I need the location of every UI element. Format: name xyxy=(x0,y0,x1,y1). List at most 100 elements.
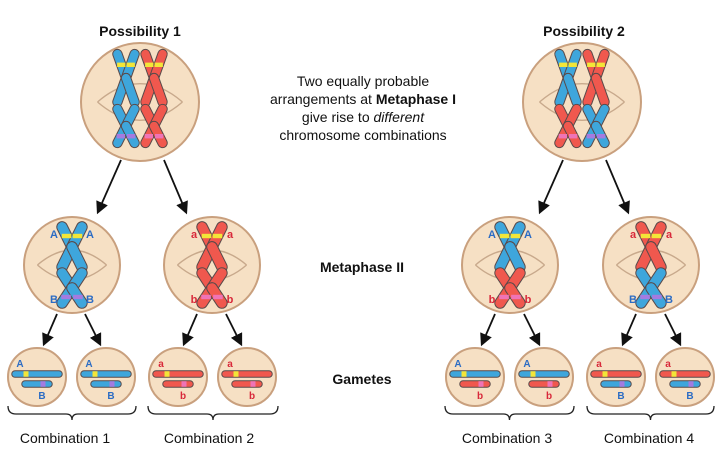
chromatid-arm xyxy=(591,73,609,107)
arrow xyxy=(523,313,541,347)
allele-label: b xyxy=(227,294,234,306)
allele-band xyxy=(181,381,187,387)
chromosome-lower-right xyxy=(140,103,168,149)
gamete-4a: aB xyxy=(586,347,646,407)
allele-band xyxy=(61,294,71,300)
gamete-2b: ab xyxy=(217,347,277,407)
allele-label: b xyxy=(249,391,255,402)
chromatid-arm xyxy=(149,73,167,107)
arrow xyxy=(538,159,564,215)
gamete-2a: ab xyxy=(148,347,208,407)
allele-band xyxy=(72,233,83,239)
allele-band xyxy=(511,294,521,300)
allele-band xyxy=(586,134,596,139)
metaphase-i-cell-2 xyxy=(522,42,642,162)
allele-band xyxy=(596,134,606,139)
allele-band xyxy=(547,381,553,387)
allele-band xyxy=(126,62,135,67)
allele-label: b xyxy=(525,294,532,306)
allele-label: A xyxy=(86,229,94,241)
gamete-chromosome-upper xyxy=(152,370,204,378)
allele-label: B xyxy=(629,294,637,306)
allele-label: B xyxy=(50,294,58,306)
allele-label: b xyxy=(191,294,198,306)
brace xyxy=(586,405,715,421)
combination-1-label: Combination 1 xyxy=(19,430,111,446)
caption-line-2: arrangements at Metaphase I xyxy=(238,90,488,108)
chromatid-arm xyxy=(646,242,666,272)
gamete-chromosome-upper xyxy=(518,370,570,378)
gamete-chromosome-lower xyxy=(459,380,491,388)
allele-band xyxy=(651,233,662,239)
gametes-label: Gametes xyxy=(332,371,392,387)
chromosome-upper-right xyxy=(582,48,610,108)
brace xyxy=(7,405,137,421)
allele-label: b xyxy=(180,391,186,402)
arrow xyxy=(182,313,198,347)
arrow xyxy=(480,313,496,347)
allele-band xyxy=(233,371,239,377)
gamete-chromosome-upper xyxy=(590,370,642,378)
spindle-fiber xyxy=(97,101,183,121)
gamete-3b: Ab xyxy=(514,347,574,407)
allele-band xyxy=(461,371,467,377)
allele-band xyxy=(126,134,136,139)
allele-band xyxy=(602,371,608,377)
gamete-1a: AB xyxy=(7,347,67,407)
allele-band xyxy=(250,381,256,387)
allele-band xyxy=(109,381,115,387)
arrow xyxy=(605,159,630,215)
gamete-chromosome-upper xyxy=(449,370,501,378)
arrow xyxy=(664,313,682,347)
allele-label: a xyxy=(227,229,234,241)
chromosome-lower xyxy=(635,267,667,309)
possibility-2-heading: Possibility 2 xyxy=(543,23,625,39)
allele-label: A xyxy=(16,359,23,370)
gamete-chromosome-upper xyxy=(11,370,63,378)
allele-band xyxy=(40,381,46,387)
gamete-chromosome-lower xyxy=(600,380,632,388)
allele-band xyxy=(201,233,212,239)
allele-band xyxy=(201,294,211,300)
allele-band xyxy=(640,233,651,239)
caption-line-1: Two equally probable xyxy=(296,73,430,89)
chromatid-arm xyxy=(67,242,87,272)
allele-band xyxy=(587,62,596,67)
chromosome-lower-left xyxy=(554,103,582,149)
gamete-chromosome-lower xyxy=(162,380,194,388)
chromosome-upper xyxy=(196,221,228,273)
brace xyxy=(147,405,279,421)
allele-label: A xyxy=(85,359,92,370)
caption-line-3-text: give rise to xyxy=(301,109,374,125)
spindle-fiber xyxy=(97,83,183,103)
allele-label: A xyxy=(523,359,530,370)
allele-label: A xyxy=(488,229,496,241)
allele-band xyxy=(568,134,578,139)
allele-band xyxy=(213,294,223,300)
cell-membrane xyxy=(461,216,559,314)
caption-line-4: chromosome combinations xyxy=(279,127,447,143)
chromatid-arm xyxy=(121,73,139,107)
allele-band xyxy=(23,371,29,377)
allele-label: a xyxy=(665,359,671,370)
gamete-chromosome-lower xyxy=(231,380,263,388)
allele-label: B xyxy=(686,391,693,402)
chromosome-upper xyxy=(56,221,88,273)
allele-band xyxy=(154,62,163,67)
spindle-fiber xyxy=(539,101,625,121)
allele-band xyxy=(568,62,577,67)
allele-label: B xyxy=(107,391,114,402)
gamete-chromosome-lower xyxy=(90,380,122,388)
allele-band xyxy=(145,62,154,67)
allele-band xyxy=(164,371,170,377)
brace xyxy=(444,405,575,421)
arrow xyxy=(225,313,243,347)
chromosome-lower-left xyxy=(112,103,140,149)
cell-membrane xyxy=(23,216,121,314)
chromatid-arm xyxy=(505,242,525,272)
allele-label: B xyxy=(38,391,45,402)
